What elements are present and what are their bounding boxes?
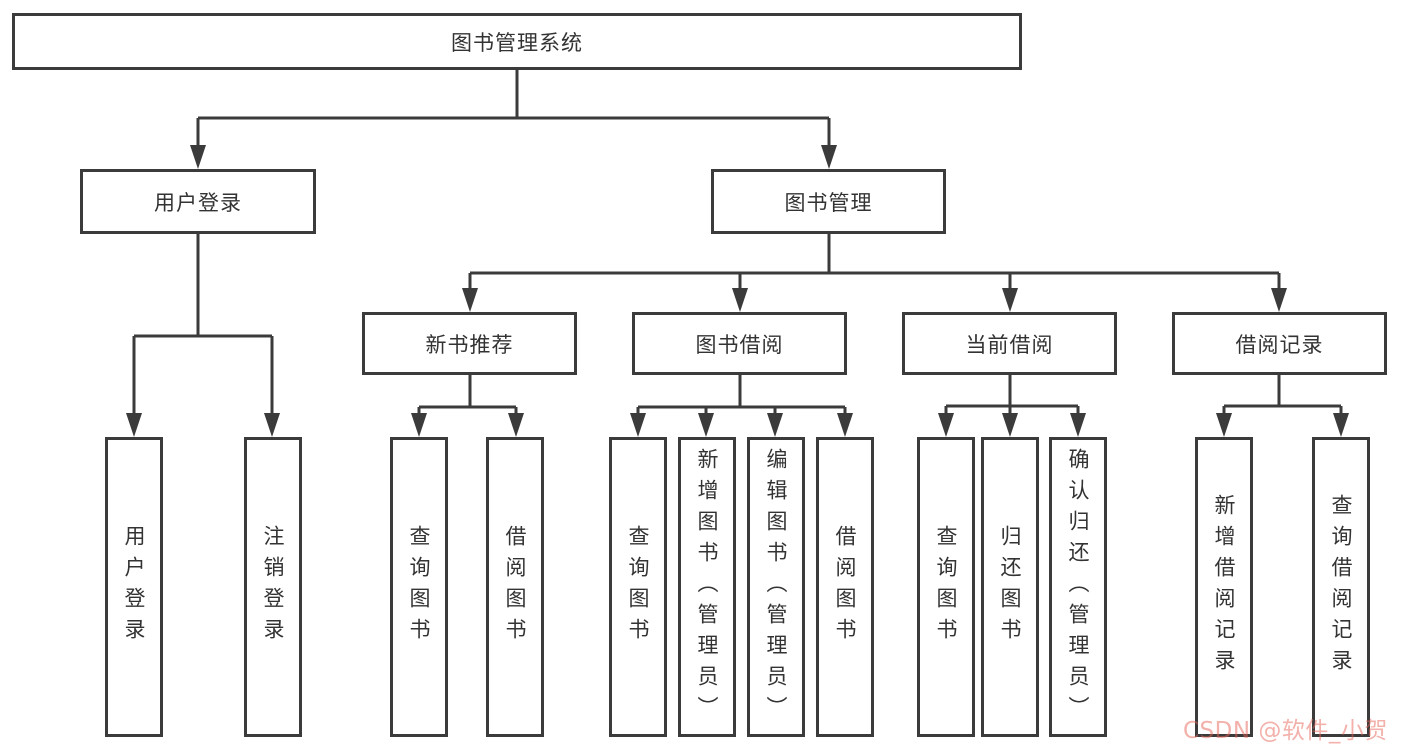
arrowhead-icons bbox=[126, 145, 1349, 437]
node-book-mgmt: 图书管理 bbox=[711, 169, 946, 234]
node-book-borrow-section: 图书借阅 bbox=[632, 312, 847, 375]
node-borrow-records-section: 借阅记录 bbox=[1172, 312, 1387, 375]
leaf-add-borrow-record: 新增借阅记录 bbox=[1195, 437, 1253, 737]
node-root: 图书管理系统 bbox=[12, 13, 1022, 70]
node-new-book-section: 新书推荐 bbox=[362, 312, 577, 375]
leaf-search-book-3: 查询图书 bbox=[917, 437, 975, 737]
leaf-borrow-book-1: 借阅图书 bbox=[486, 437, 544, 737]
leaf-confirm-return-admin: 确认归还（管理员） bbox=[1049, 437, 1107, 737]
node-user-login: 用户登录 bbox=[80, 169, 316, 234]
leaf-borrow-book-2: 借阅图书 bbox=[816, 437, 874, 737]
leaf-add-book-admin: 新增图书（管理员） bbox=[678, 437, 736, 737]
leaf-return-book: 归还图书 bbox=[981, 437, 1039, 737]
leaf-search-book-2: 查询图书 bbox=[609, 437, 667, 737]
leaf-user-login: 用户登录 bbox=[105, 437, 163, 737]
leaf-logout: 注销登录 bbox=[244, 437, 302, 737]
leaf-search-borrow-record: 查询借阅记录 bbox=[1312, 437, 1370, 737]
node-current-borrow-section: 当前借阅 bbox=[902, 312, 1117, 375]
csdn-watermark: CSDN @软件_小贺同学 bbox=[1183, 718, 1388, 744]
leaf-edit-book-admin: 编辑图书（管理员） bbox=[747, 437, 805, 737]
leaf-search-book-1: 查询图书 bbox=[390, 437, 448, 737]
